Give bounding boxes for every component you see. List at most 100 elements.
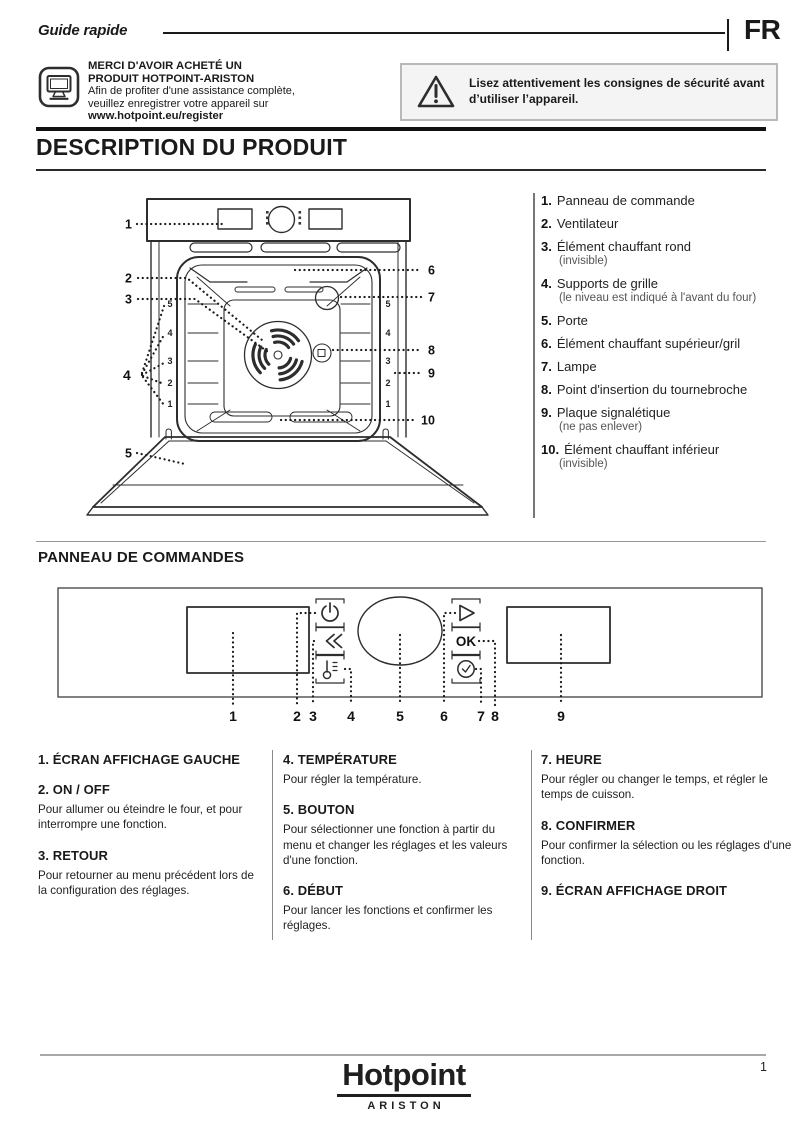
control-body: Pour régler la température. [283,773,422,786]
oven-cabinet [150,240,407,438]
rack-level-numbers-right: 5 4 3 2 1 [385,299,390,409]
language-code: FR [744,14,781,45]
diagram-labels: 1 2 3 4 5 6 7 8 9 10 [123,218,435,461]
part-number: 7. [541,359,552,374]
product-parts-list: 1.Panneau de commande 2.Ventilateur 3.Él… [541,193,769,479]
title-rule-top [36,127,766,131]
part-label: Point d'insertion du tournebroche [556,382,748,397]
oven-knob [267,205,296,234]
control-heading: 2. ON / OFF [38,782,110,797]
part-label: Panneau de commande [556,193,695,208]
register-heading-line2: PRODUIT HOTPOINT-ARISTON [88,72,255,85]
control-panel-diagram: OK 1 2 3 4 5 6 7 8 9 [57,587,763,724]
part-number: 4. [541,276,552,291]
rack-level: 2 [385,378,390,388]
part-note: (ne pas enlever) [559,421,643,433]
controls-column-2: 4. TEMPÉRATURE Pour régler la températur… [283,752,525,949]
button-frames [315,598,481,684]
diagram-label-2: 2 [125,272,132,286]
key-number-7: 7 [477,708,485,724]
control-description-block: 2. ON / OFF Pour allumer ou éteindre le … [38,782,266,833]
control-body: Pour sélectionner une fonction à partir … [283,823,508,867]
oven-back-panel [223,299,341,417]
oven-control-panel [146,198,411,242]
power-icon [321,602,339,622]
rack-rails [187,303,371,405]
rack-level: 1 [167,399,172,409]
part-note: (le niveau est indiqué à l'avant du four… [559,292,757,304]
panel-outline [57,587,763,698]
brand-logo: Hotpoint ARISTON [334,1057,474,1112]
header-divider [727,19,729,51]
oven-vents [189,242,401,253]
page-number: 1 [760,1060,767,1074]
part-label: Lampe [556,359,597,374]
product-part-item: 3.Élément chauffant rond (invisible) [541,239,769,268]
register-computer-icon [38,66,80,108]
page-title: DESCRIPTION DU PRODUIT [36,134,348,160]
footer-rule [40,1054,766,1056]
start-icon [459,604,475,622]
part-number: 10. [541,442,560,457]
diagram-label-6: 6 [428,264,435,278]
rack-level: 1 [385,399,390,409]
panel-leader-lines [231,611,563,707]
key-number-8: 8 [491,708,499,724]
warning-triangle-icon [417,75,455,108]
product-part-item: 2.Ventilateur [541,216,769,231]
rack-level: 5 [385,299,390,309]
oven-diagram: 5 4 3 2 1 5 4 3 2 1 [86,198,489,516]
rack-level: 2 [167,378,172,388]
control-body: Pour confirmer la sélection ou les régla… [541,838,792,867]
register-text: MERCI D'AVOIR ACHETÉ UN PRODUIT HOTPOINT… [88,60,398,123]
title-rule-bottom [36,169,766,171]
control-description-block: 6. DÉBUT Pour lancer les fonctions et co… [283,883,525,934]
control-heading: 8. CONFIRMER [541,817,636,833]
part-label: Ventilateur [556,216,619,231]
door-hinge-right [382,428,389,440]
control-heading: 6. DÉBUT [283,883,344,899]
control-description-block: 3. RETOUR Pour retourner au menu précéde… [38,848,266,899]
control-description-block: 1. ÉCRAN AFFICHAGE GAUCHE [38,752,266,767]
diagram-label-10: 10 [421,414,435,428]
safety-warning-box: Lisez attentivement les consignes de séc… [400,63,778,121]
product-part-item: 6. Élément chauffant supérieur/gril [541,336,769,351]
key-number-3: 3 [309,708,317,724]
product-part-item: 10.Élément chauffant inférieur (invisibl… [541,442,769,471]
warning-text: Lisez attentivement les consignes de séc… [469,76,765,106]
part-note: (invisible) [559,458,608,470]
product-part-item: 9.Plaque signalétique (ne pas enlever) [541,405,769,434]
diagram-label-4: 4 [123,367,131,383]
ok-button-label: OK [456,634,477,649]
control-body: Pour lancer les fonctions et confirmer l… [283,904,493,933]
oven-display-left [217,208,253,230]
oven-display-right [308,208,343,230]
selection-knob [357,596,443,666]
controls-column-1: 1. ÉCRAN AFFICHAGE GAUCHE 2. ON / OFF Po… [38,752,266,913]
part-number: 3. [541,239,552,254]
key-number-4: 4 [347,708,355,724]
part-number: 6. [541,336,552,351]
grill-element [189,267,368,293]
control-heading: 3. RETOUR [38,847,109,863]
part-label: Plaque signalétique [556,405,671,420]
register-body-line2: veuillez enregistrer votre appareil sur [88,97,269,110]
brand-underline [337,1094,471,1097]
control-description-block: 9. ÉCRAN AFFICHAGE DROIT [541,883,797,898]
right-display [506,606,611,664]
control-description-block: 4. TEMPÉRATURE Pour régler la températur… [283,752,525,787]
rack-level: 3 [385,356,390,366]
product-part-item: 7. Lampe [541,359,769,374]
clock-icon [457,660,475,678]
guide-rapide-label: Guide rapide [38,22,128,39]
register-body-line1: Afin de profiter d'une assistance complè… [88,85,295,98]
oven-cavity [176,256,381,442]
leader-lines [135,222,423,466]
back-icon [325,633,343,649]
diagram-label-7: 7 [428,291,435,305]
part-label: Élément chauffant supérieur/gril [556,336,741,351]
product-part-item: 5.Porte [541,313,769,328]
door-hinge-left [165,428,172,440]
part-label: Élément chauffant rond [556,239,692,254]
diagram-label-9: 9 [428,367,435,381]
